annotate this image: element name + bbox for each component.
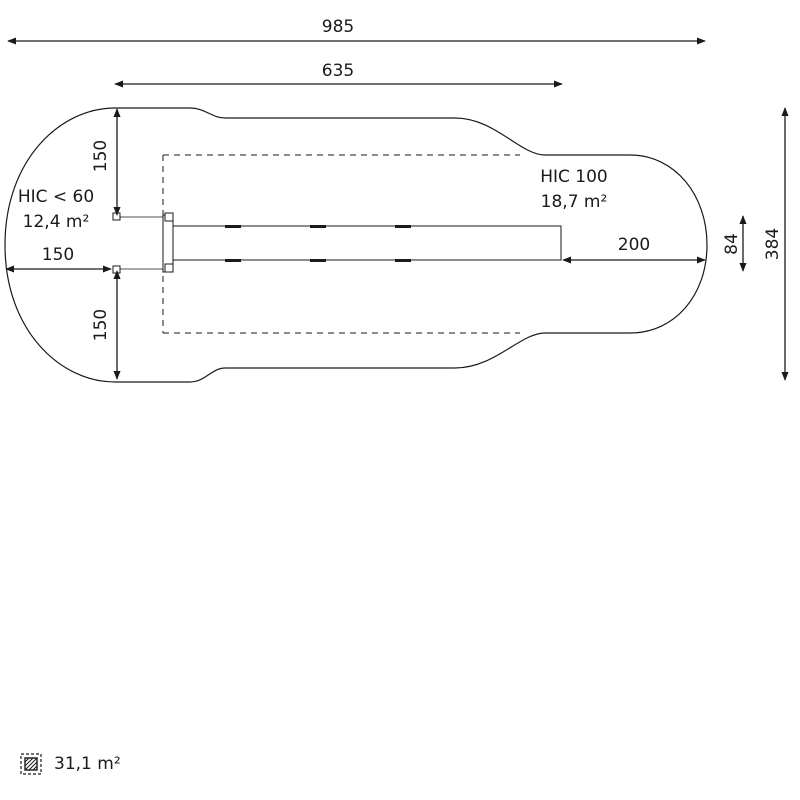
total-area-label: 31,1 m² <box>54 754 121 774</box>
total-length-label: 985 <box>322 17 354 37</box>
clearance-left-label: 150 <box>42 245 74 265</box>
area-legend: 31,1 m² <box>20 753 121 775</box>
left-zone-hic-label: HIC < 60 <box>18 187 94 207</box>
end-structure <box>112 212 174 274</box>
left-zone-area-label: 12,4 m² <box>23 212 90 232</box>
hatched-area-icon <box>20 753 42 775</box>
clearance-bottom-label: 150 <box>91 309 111 341</box>
equipment-length-label: 635 <box>322 61 354 81</box>
main-zone-area-label: 18,7 m² <box>541 192 608 212</box>
total-width-label: 384 <box>763 228 783 260</box>
clearance-top-label: 150 <box>91 140 111 172</box>
equipment-width-label: 84 <box>722 233 742 255</box>
clearance-right-label: 200 <box>618 235 650 255</box>
main-zone-hic-label: HIC 100 <box>540 167 608 187</box>
beam <box>172 225 562 262</box>
dimension-lines <box>5 37 789 381</box>
